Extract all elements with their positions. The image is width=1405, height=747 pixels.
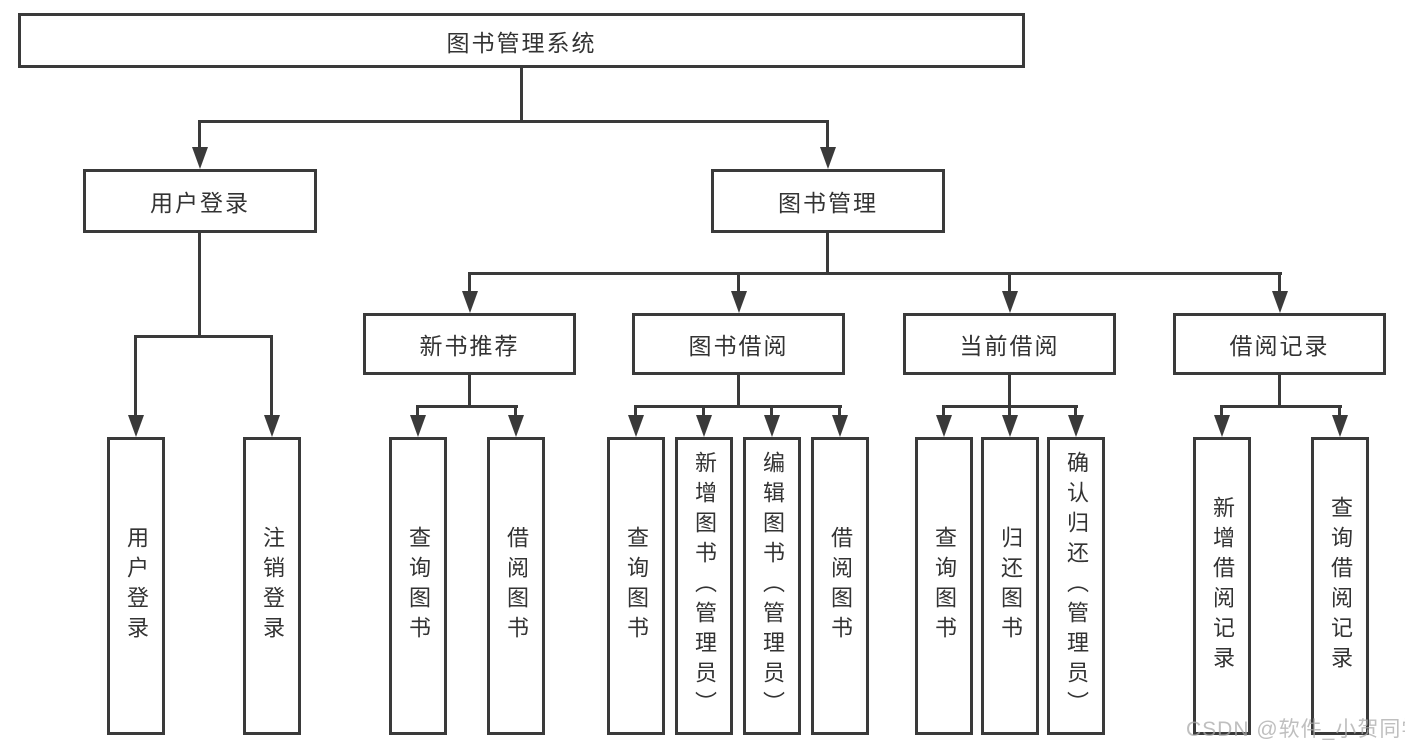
connector-to-borrow — [737, 272, 740, 291]
node-book-borrow: 图书借阅 — [632, 313, 845, 375]
arrow-down-icon — [696, 415, 712, 437]
arrow-down-icon — [192, 147, 208, 169]
leaf-borrow-book-new: 借阅图书 — [487, 437, 545, 735]
connector-to-leaf — [702, 405, 705, 415]
arrow-down-icon — [410, 415, 426, 437]
connector-user-login-rail — [134, 335, 273, 338]
node-label: 用户登录 — [150, 190, 250, 216]
arrow-down-icon — [1002, 415, 1018, 437]
connector-to-leaf — [1338, 405, 1341, 415]
node-label: 借阅记录 — [1229, 333, 1330, 359]
connector-book-mgmt-drop — [826, 233, 829, 272]
node-label: 当前借阅 — [959, 333, 1060, 359]
connector-to-leaf — [514, 405, 517, 415]
connector-current-drop — [1008, 375, 1011, 405]
arrow-down-icon — [1002, 291, 1018, 313]
arrow-down-icon — [628, 415, 644, 437]
node-label: 图书管理系统 — [446, 29, 597, 56]
connector-root-rail — [198, 120, 829, 123]
connector-borrow-drop — [737, 375, 740, 405]
node-new-book-recommend: 新书推荐 — [363, 313, 576, 375]
arrow-down-icon — [462, 291, 478, 313]
arrow-down-icon — [764, 415, 780, 437]
arrow-down-icon — [264, 415, 280, 437]
connector-to-leaf — [1220, 405, 1223, 415]
node-label: 查询图书 — [624, 526, 649, 646]
node-label: 查询图书 — [406, 526, 431, 646]
leaf-query-book-current: 查询图书 — [915, 437, 973, 735]
leaf-borrow-book: 借阅图书 — [811, 437, 869, 735]
arrow-down-icon — [936, 415, 952, 437]
arrow-down-icon — [508, 415, 524, 437]
node-label: 确认归还（管理员） — [1064, 451, 1089, 721]
node-current-borrow: 当前借阅 — [903, 313, 1116, 375]
arrow-down-icon — [1068, 415, 1084, 437]
node-label: 新书推荐 — [419, 333, 520, 359]
node-label: 用户登录 — [124, 526, 149, 646]
node-label: 借阅图书 — [828, 526, 853, 646]
connector-to-user-login — [198, 120, 201, 147]
node-book-management: 图书管理 — [711, 169, 945, 233]
leaf-confirm-return-admin: 确认归还（管理员） — [1047, 437, 1105, 735]
leaf-add-book-admin: 新增图书（管理员） — [675, 437, 733, 735]
connector-borrow-rail — [634, 405, 842, 408]
node-library-system: 图书管理系统 — [18, 13, 1025, 68]
leaf-query-book-new: 查询图书 — [389, 437, 447, 735]
node-user-login: 用户登录 — [83, 169, 317, 233]
leaf-return-book: 归还图书 — [981, 437, 1039, 735]
node-label: 查询借阅记录 — [1328, 496, 1353, 676]
leaf-logout: 注销登录 — [243, 437, 301, 735]
node-label: 查询图书 — [932, 526, 957, 646]
node-label: 归还图书 — [998, 526, 1023, 646]
connector-to-leaf — [838, 405, 841, 415]
leaf-user-login: 用户登录 — [107, 437, 165, 735]
connector-to-leaf — [1008, 405, 1011, 415]
arrow-down-icon — [128, 415, 144, 437]
connector-to-leaf — [416, 405, 419, 415]
connector-records-drop — [1278, 375, 1281, 405]
node-label: 借阅图书 — [504, 526, 529, 646]
leaf-edit-book-admin: 编辑图书（管理员） — [743, 437, 801, 735]
connector-records-rail — [1220, 405, 1342, 408]
connector-to-book-mgmt — [826, 120, 829, 147]
connector-new-books-rail — [416, 405, 518, 408]
node-label: 编辑图书（管理员） — [760, 451, 785, 721]
arrow-down-icon — [1214, 415, 1230, 437]
connector-to-leaf — [134, 335, 137, 415]
leaf-add-borrow-record: 新增借阅记录 — [1193, 437, 1251, 735]
arrow-down-icon — [1272, 291, 1288, 313]
node-label: 注销登录 — [260, 526, 285, 646]
connector-to-leaf — [270, 335, 273, 415]
node-label: 图书管理 — [778, 190, 878, 216]
connector-to-current — [1008, 272, 1011, 291]
leaf-query-borrow-record: 查询借阅记录 — [1311, 437, 1369, 735]
connector-to-leaf — [770, 405, 773, 415]
connector-new-books-drop — [468, 375, 471, 405]
connector-to-leaf — [634, 405, 637, 415]
csdn-watermark: CSDN @软件_小贺同学 — [1186, 718, 1405, 741]
connector-to-leaf — [942, 405, 945, 415]
node-label: 新增图书（管理员） — [692, 451, 717, 721]
node-label: 新增借阅记录 — [1210, 496, 1235, 676]
connector-to-new-books — [468, 272, 471, 291]
connector-user-login-drop — [198, 233, 201, 335]
connector-to-records — [1278, 272, 1281, 291]
node-borrow-records: 借阅记录 — [1173, 313, 1386, 375]
arrow-down-icon — [1332, 415, 1348, 437]
connector-to-leaf — [1074, 405, 1077, 415]
node-label: 图书借阅 — [688, 333, 789, 359]
arrow-down-icon — [832, 415, 848, 437]
arrow-down-icon — [731, 291, 747, 313]
leaf-query-book: 查询图书 — [607, 437, 665, 735]
connector-book-mgmt-rail — [468, 272, 1282, 275]
connector-root-drop — [520, 68, 523, 120]
arrow-down-icon — [820, 147, 836, 169]
